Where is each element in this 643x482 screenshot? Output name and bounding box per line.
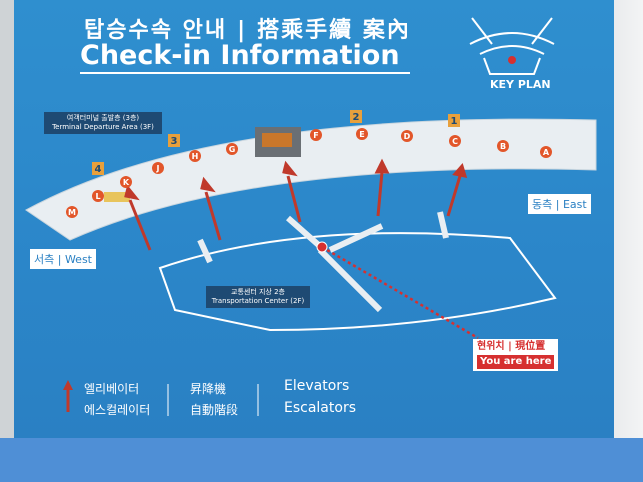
zone-1: 1 [448,114,460,127]
svg-text:2: 2 [353,112,360,123]
svg-text:L: L [95,192,100,201]
svg-text:E: E [359,130,364,139]
walkways [197,211,449,313]
svg-text:3: 3 [171,136,178,147]
departure-area-tag: 여객터미널 출발층 (3층) Terminal Departure Area (… [44,112,162,134]
escalator-arrows [124,158,468,251]
svg-text:J: J [156,164,160,173]
svg-text:D: D [404,132,411,141]
transport-center-outline [158,232,557,332]
wall-left [0,0,14,482]
svg-text:4: 4 [95,164,102,175]
svg-text:K: K [123,178,130,187]
check-in-counters: A B C D E F G H J K L M [66,128,552,218]
counter-L: L [92,190,104,202]
svg-text:B: B [500,142,506,151]
title-korean: 탑승수속 안내|搭乘手續 案內 [84,18,411,43]
legend-elevators-en: Elevators [284,378,350,394]
you-are-here-label: 현위치 | 現位置 You are here [473,339,559,371]
svg-text:H: H [192,152,199,161]
counter-E: E [356,128,368,140]
you-are-here-marker [316,241,479,340]
svg-text:C: C [452,137,458,146]
title-english: Check-in Information [80,40,400,71]
terminal-building [25,118,597,241]
counter-K: K [120,176,132,188]
counter-B: B [497,140,509,152]
transport-center-tag: 교통센터 지상 2층 Transportation Center (2F) [206,286,310,308]
legend-escalators-zh: 自動階段 [190,403,239,417]
svg-text:M: M [68,208,76,217]
counter-F: F [310,129,322,141]
counter-J: J [152,162,164,174]
svg-text:F: F [313,131,318,140]
east-label: 동측 | East [528,194,591,214]
key-plan-icon [469,17,555,75]
svg-text:A: A [543,148,550,157]
legend-elevators-ko: 엘리베이터 [84,382,140,396]
legend-arrow [63,380,259,416]
counter-G: G [226,143,238,155]
zone-numbers: 1 2 3 4 [92,110,460,175]
svg-text:1: 1 [451,116,458,127]
west-label: 서측 | West [30,249,96,269]
counter-H: H [189,150,201,162]
legend-escalators-ko: 에스컬레이터 [84,403,151,417]
legend-escalators-en: Escalators [284,400,356,416]
title-underline [80,72,410,74]
counter-C: C [449,135,461,147]
counter-M: M [66,206,78,218]
legend-elevators-zh: 昇降機 [190,382,227,396]
key-plan-label: KEY PLAN [490,78,551,91]
counter-A: A [540,146,552,158]
zone-3: 3 [168,134,180,147]
wall-bottom [0,438,643,482]
svg-text:G: G [229,145,236,154]
zone-4: 4 [92,162,104,175]
counter-D: D [401,130,413,142]
zone-2: 2 [350,110,362,123]
